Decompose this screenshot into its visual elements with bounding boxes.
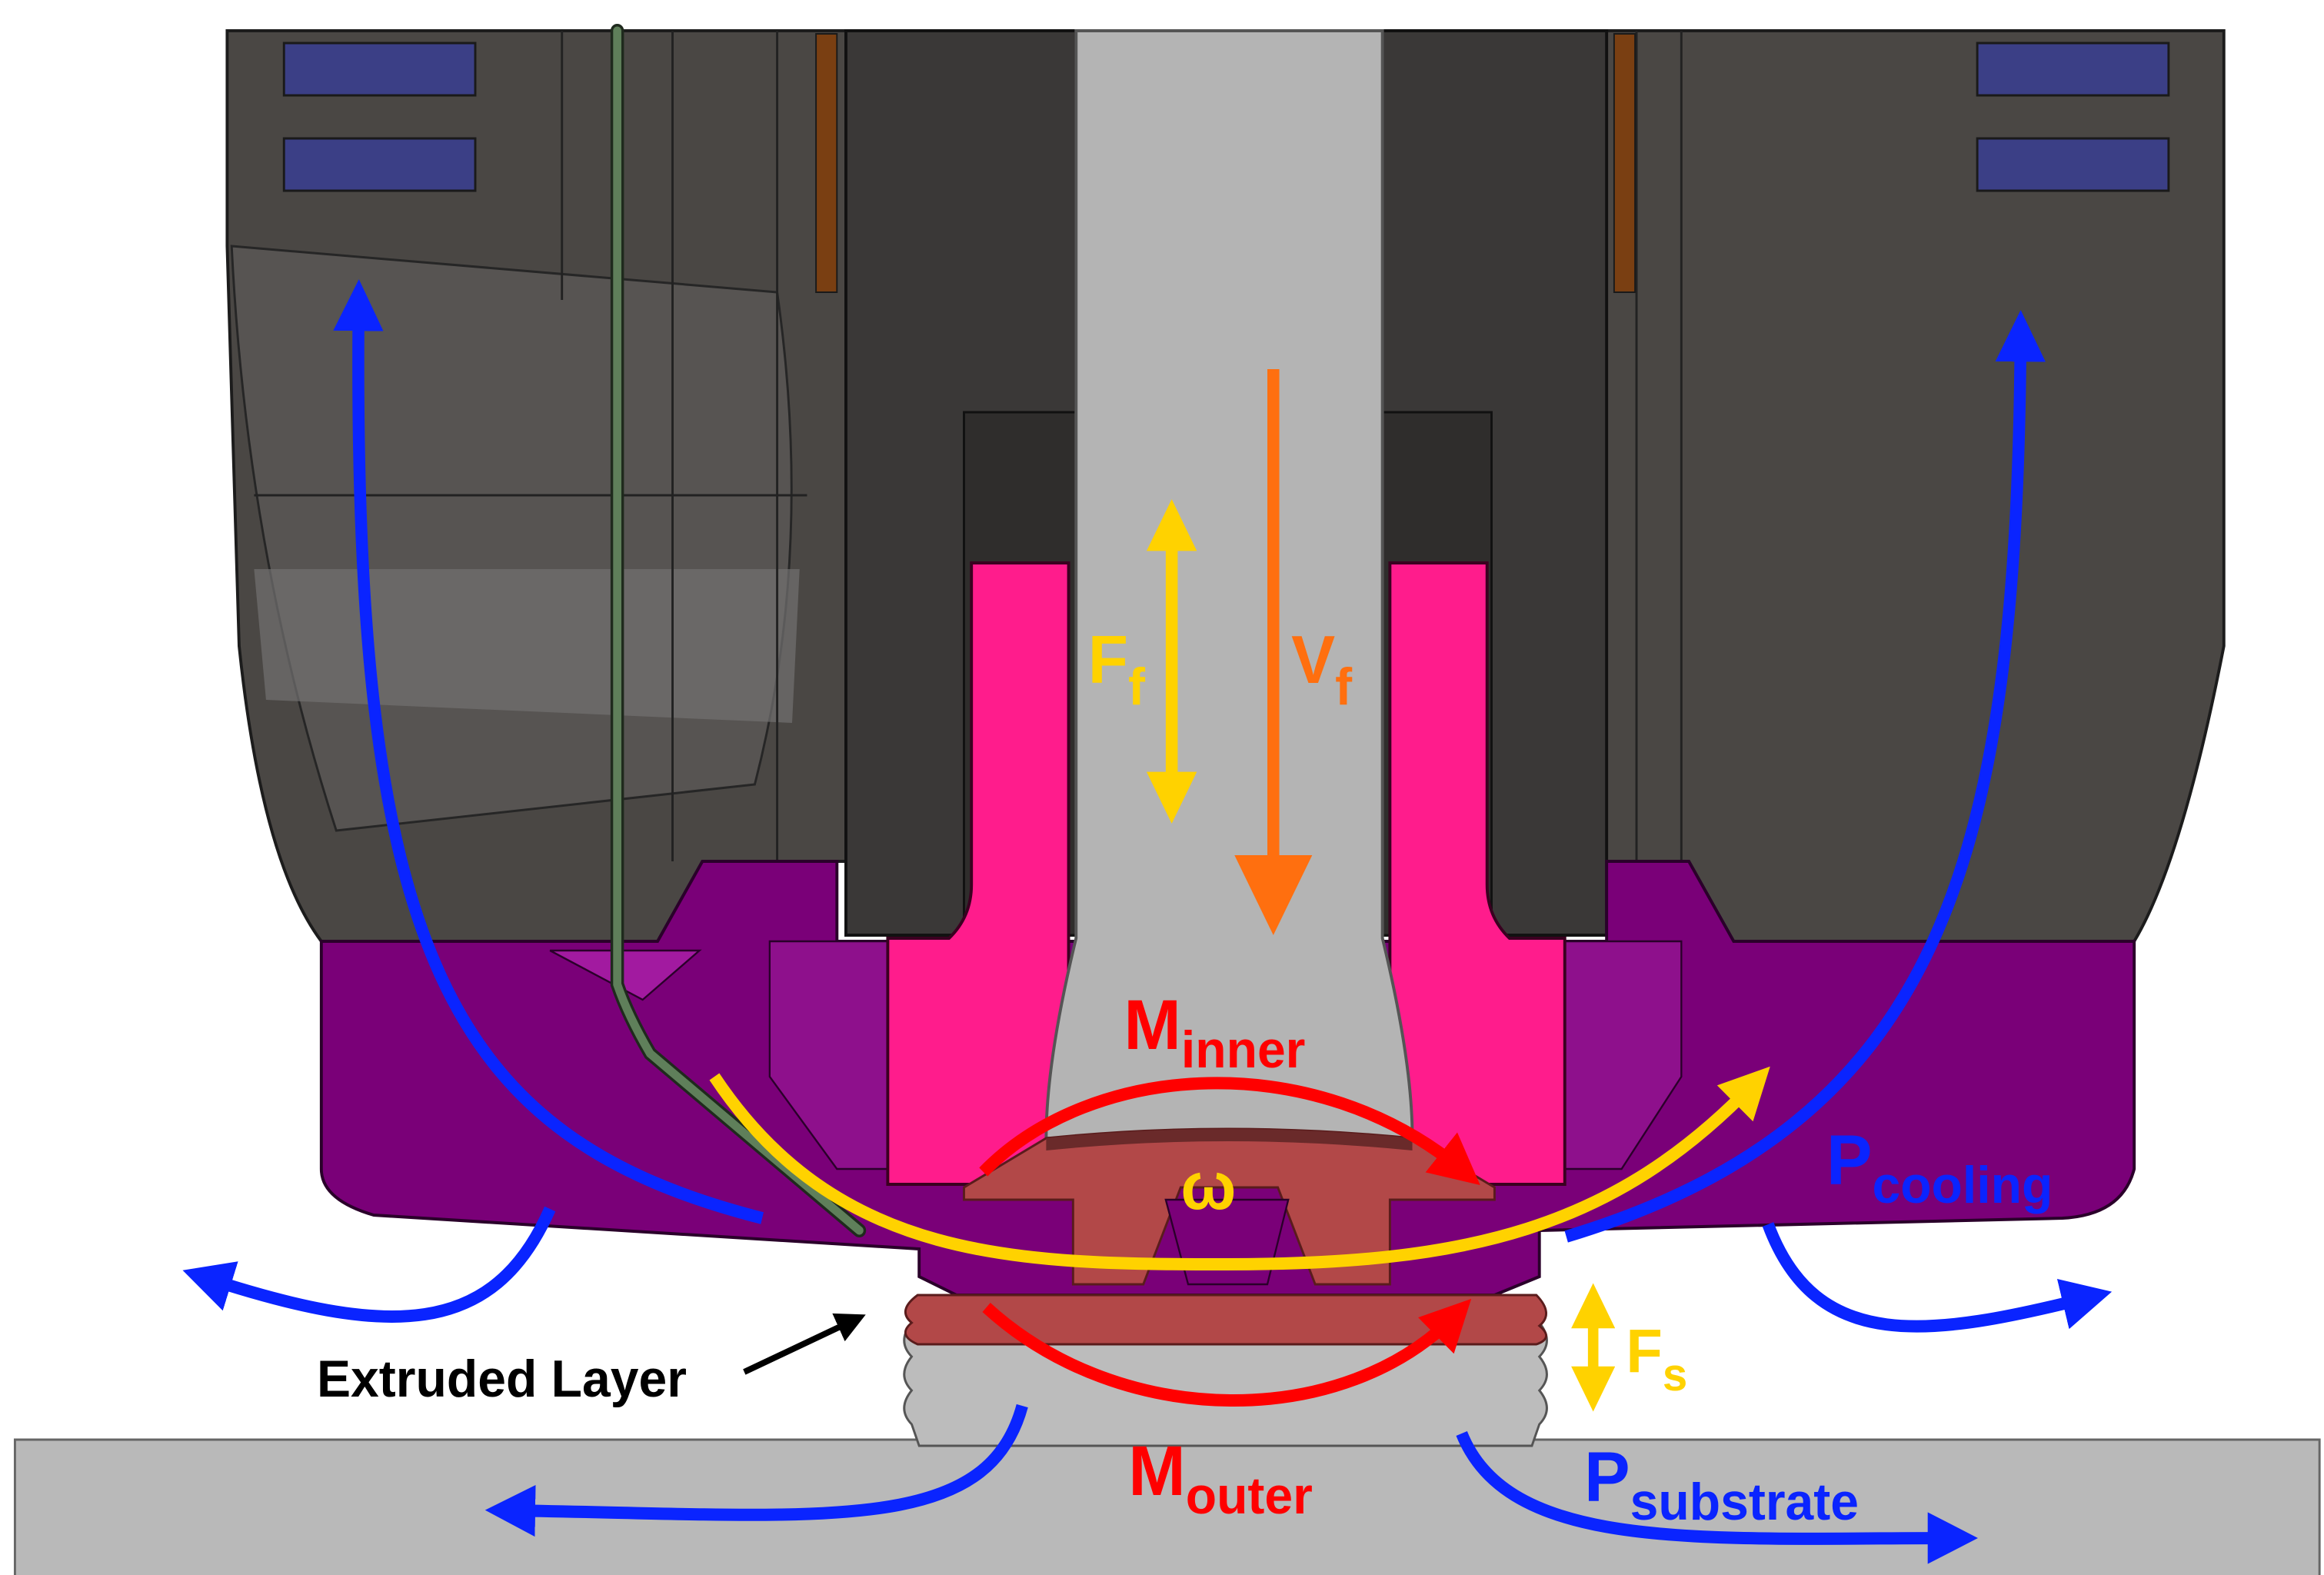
- tool-heat-arrow-right: [1762, 1222, 2113, 1333]
- extruded-material-column: [903, 1321, 1548, 1447]
- tool-heat-arrow-left: [182, 1206, 556, 1323]
- left-cooling-channel: [230, 245, 793, 832]
- inner-moment-arrow: [979, 1077, 1480, 1186]
- window-slot: [282, 42, 477, 97]
- feed-force-label: Ff: [1088, 622, 1146, 716]
- extruded-layer-pointer: [743, 1313, 866, 1375]
- feed-rod-shank: [1044, 29, 1414, 1140]
- outer-moment-arrow: [982, 1298, 1472, 1407]
- thermocouple-wire: [613, 26, 864, 1235]
- copper-strip: [815, 33, 838, 293]
- substrate-power-label: Psubstrate: [1584, 1438, 1859, 1531]
- left-channel-highlight: [254, 569, 800, 723]
- cooling-arrow-right: [1564, 310, 2046, 1243]
- material-flow-arrow: [709, 1066, 1770, 1271]
- cooling-arrow-left: [333, 279, 764, 1224]
- thermocouple-port: [549, 949, 702, 1001]
- extruded-layer: [904, 1294, 1547, 1346]
- window-slot: [282, 137, 477, 192]
- material-dark-trim: [1046, 1129, 1413, 1150]
- standoff-force-label: Fs: [1626, 1317, 1687, 1400]
- feed-velocity-label: Vf: [1291, 622, 1353, 716]
- pink-insert-right: [1388, 561, 1567, 1186]
- inner-moment-label: Minner: [1124, 986, 1305, 1079]
- purple-inner-cavity: [768, 940, 891, 1170]
- feed-velocity-arrowhead: [1234, 855, 1313, 935]
- substrate-heat-arrow-left: [484, 1404, 1028, 1537]
- window-slot: [1976, 137, 2170, 192]
- rotation-omega-label: ω: [1180, 1148, 1236, 1224]
- substrate-heat-arrow-right: [1456, 1430, 1978, 1564]
- pink-insert-left: [886, 561, 1070, 1186]
- window-slot: [1976, 42, 2170, 97]
- extruded-layer-label: Extruded Layer: [317, 1350, 687, 1408]
- outer-moment-label: Mouter: [1128, 1432, 1313, 1525]
- cooling-power-label: Pcooling: [1826, 1121, 2053, 1214]
- copper-strip: [1613, 33, 1636, 293]
